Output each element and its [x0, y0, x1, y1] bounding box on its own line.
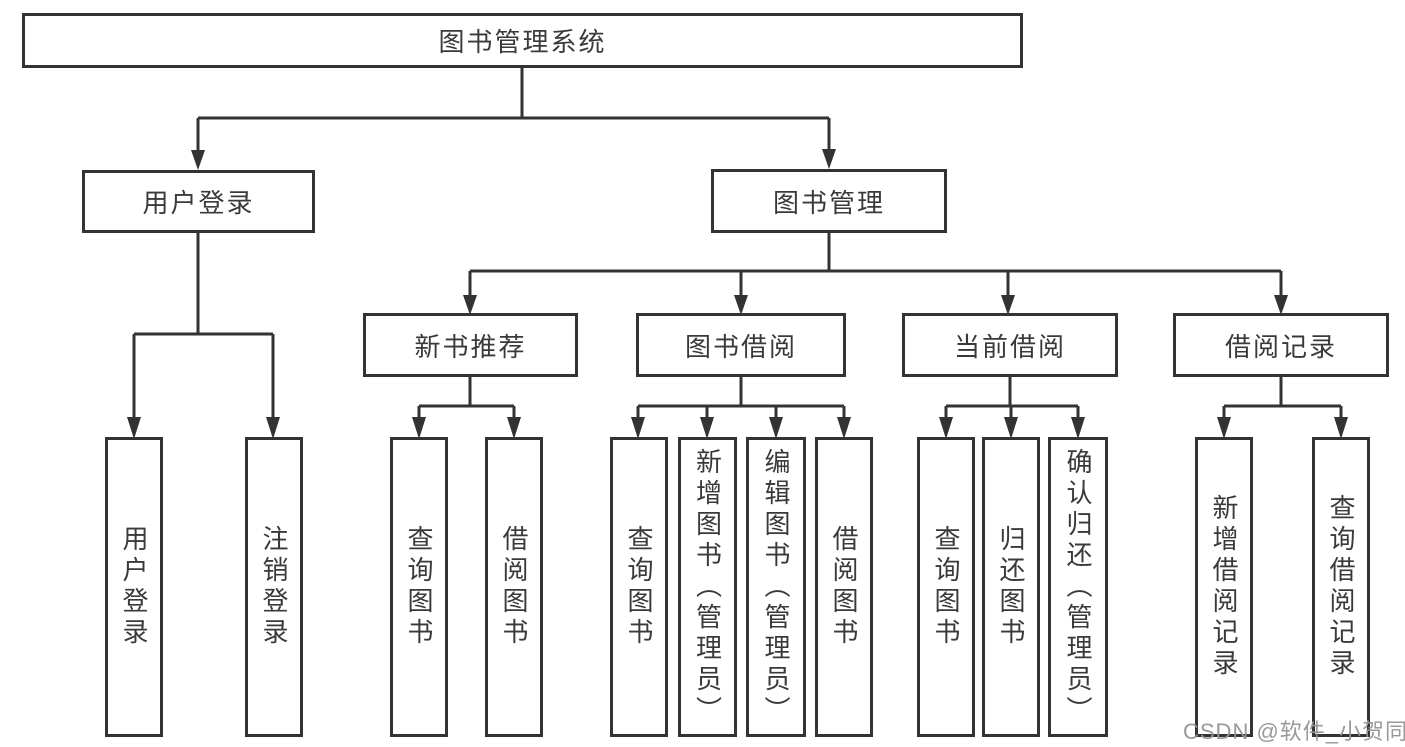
- leaf-logout-label: 注销登录: [259, 525, 289, 649]
- leaf-edit-book-admin: 编辑图书（管理员）: [746, 437, 806, 737]
- node-borrow-records-label: 借阅记录: [1224, 331, 1337, 362]
- leaf-user-login-label: 用户登录: [119, 525, 149, 649]
- node-book-borrowing-label: 图书借阅: [684, 331, 797, 362]
- node-root: 图书管理系统: [22, 13, 1023, 68]
- leaf-borrowing-query-books-label: 查询图书: [624, 525, 654, 649]
- node-borrow-records: 借阅记录: [1173, 313, 1389, 377]
- leaf-edit-book-admin-label: 编辑图书（管理员）: [761, 447, 791, 727]
- leaf-confirm-return-admin-label: 确认归还（管理员）: [1063, 447, 1093, 727]
- leaf-borrowing-borrow-books-label: 借阅图书: [829, 525, 859, 649]
- leaf-return-book: 归还图书: [982, 437, 1040, 737]
- node-book-management-label: 图书管理: [772, 187, 885, 218]
- leaf-query-borrow-record: 查询借阅记录: [1312, 437, 1370, 737]
- leaf-current-query-books-label: 查询图书: [931, 525, 961, 649]
- csdn-watermark: CSDN @软件_小贺同学: [1183, 719, 1405, 744]
- leaf-return-book-label: 归还图书: [996, 525, 1026, 649]
- leaf-recommend-query-books: 查询图书: [390, 437, 448, 737]
- leaf-query-borrow-record-label: 查询借阅记录: [1326, 494, 1356, 680]
- node-user-login-label: 用户登录: [142, 188, 255, 218]
- leaf-user-login: 用户登录: [105, 437, 163, 737]
- leaf-add-book-admin: 新增图书（管理员）: [678, 437, 737, 737]
- leaf-borrowing-borrow-books: 借阅图书: [815, 437, 873, 737]
- leaf-recommend-query-books-label: 查询图书: [404, 525, 434, 649]
- leaf-current-query-books: 查询图书: [917, 437, 975, 737]
- node-book-borrowing: 图书借阅: [636, 313, 846, 377]
- node-new-book-recommend-label: 新书推荐: [414, 331, 527, 362]
- node-root-label: 图书管理系统: [438, 27, 607, 57]
- leaf-add-borrow-record-label: 新增借阅记录: [1209, 494, 1239, 680]
- leaf-add-book-admin-label: 新增图书（管理员）: [692, 447, 723, 727]
- node-current-borrowing-label: 当前借阅: [953, 331, 1066, 362]
- node-current-borrowing: 当前借阅: [902, 313, 1118, 377]
- node-new-book-recommend: 新书推荐: [363, 313, 578, 377]
- node-user-login: 用户登录: [82, 170, 315, 233]
- node-book-management: 图书管理: [711, 169, 947, 233]
- leaf-add-borrow-record: 新增借阅记录: [1195, 437, 1253, 737]
- leaf-borrowing-query-books: 查询图书: [610, 437, 668, 737]
- leaf-logout: 注销登录: [245, 437, 303, 737]
- leaf-confirm-return-admin: 确认归还（管理员）: [1048, 437, 1108, 737]
- leaf-recommend-borrow-books-label: 借阅图书: [499, 525, 529, 649]
- leaf-recommend-borrow-books: 借阅图书: [485, 437, 543, 737]
